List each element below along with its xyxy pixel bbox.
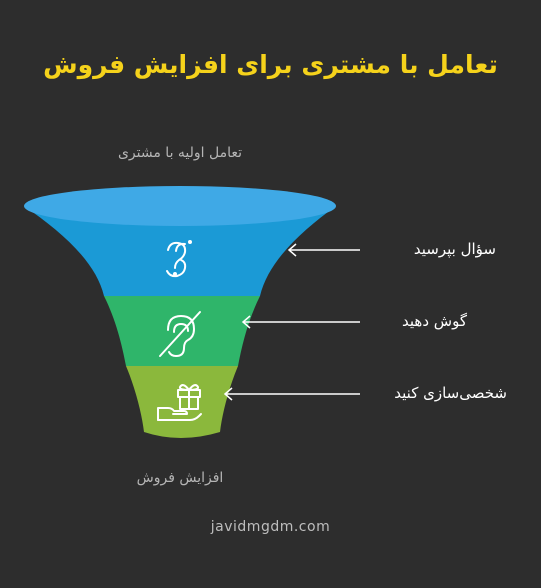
question-marks-icon: [166, 240, 192, 278]
footer-website: javidmgdm.com: [210, 519, 331, 535]
funnel-stage-3: [126, 366, 238, 438]
stage-2-label: گوش دهید: [402, 312, 467, 330]
gift-hand-icon: [157, 384, 202, 421]
page-title: تعامل با مشتری برای افزایش فروش: [43, 50, 498, 79]
arrow-stage-2: [241, 315, 360, 329]
hearing-icon: [159, 311, 201, 357]
funnel-bottom-label: افزایش فروش: [136, 470, 224, 486]
arrow-stage-3: [223, 387, 360, 401]
funnel-stage-1: [24, 206, 336, 296]
arrow-stage-1: [287, 243, 360, 257]
stage-3-label: شخصی‌سازی کنید: [394, 384, 507, 402]
funnel-rim: [24, 186, 336, 226]
funnel-top-label: تعامل اولیه با مشتری: [117, 145, 243, 161]
stage-1-label: سؤال بپرسید: [413, 240, 496, 258]
